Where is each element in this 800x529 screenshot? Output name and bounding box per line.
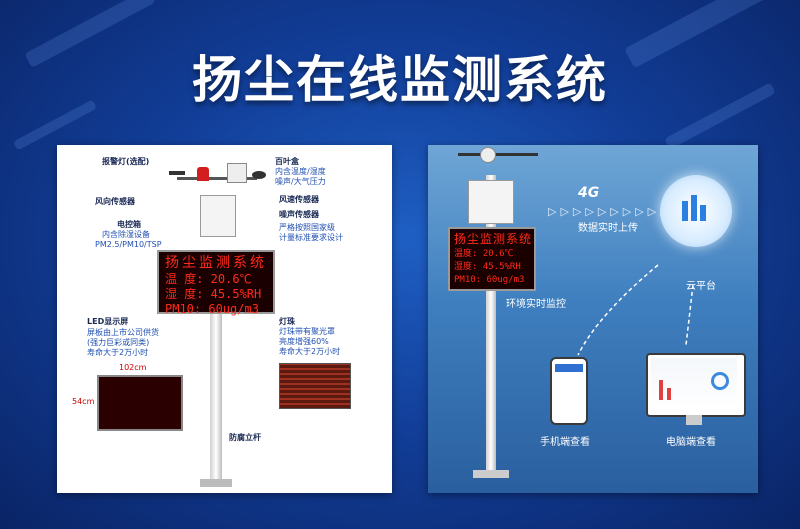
upload-arrows-icon: ▷▷▷▷▷▷▷▷▷▷	[548, 205, 673, 218]
cloud-bar	[682, 201, 688, 221]
pc-monitor-icon	[646, 353, 746, 417]
label-noise-desc-2: 计量标准要求设计	[279, 233, 343, 242]
connection-arcs	[577, 264, 694, 356]
pole	[486, 175, 496, 475]
label-control-desc-2: PM2.5/PM10/TSP	[95, 240, 162, 249]
led-module-photo	[97, 375, 183, 431]
led-row-hum: 湿 度: 45.5%RH	[165, 287, 262, 301]
pc-chart-bar	[659, 380, 663, 400]
led-row-temp: 温度: 20.6℃	[454, 249, 514, 259]
pole	[210, 305, 222, 485]
label-louver-desc-2: 噪声/大气压力	[275, 177, 326, 186]
label-pc: 电脑端查看	[666, 437, 716, 448]
pc-chart-bar	[667, 388, 671, 400]
pole-base	[200, 479, 232, 487]
mobile-phone-icon	[550, 357, 588, 425]
label-mobile: 手机端查看	[540, 437, 590, 448]
label-led-desc-1: 屏板由上市公司供货	[87, 328, 159, 337]
led-row-pm: PM10: 60ug/m3	[165, 302, 259, 316]
label-lamp-desc-1: 灯珠带有聚光罩	[279, 327, 335, 336]
cloud-bar	[691, 195, 697, 221]
label-control-box: 电控箱	[117, 220, 141, 229]
label-wind-direction: 风向传感器	[95, 197, 135, 206]
pole-base	[473, 470, 509, 478]
label-noise-sensor: 噪声传感器	[279, 210, 319, 219]
label-lamp: 灯珠	[279, 317, 295, 326]
system-overview-panel: 扬尘监测系统 温度: 20.6℃ 湿度: 45.5%RH PM10: 60ug/…	[428, 145, 758, 493]
label-alarm-light: 报警灯(选配)	[102, 157, 150, 166]
arc-to-pc	[685, 284, 694, 346]
label-lamp-desc-3: 寿命大于2万小时	[279, 347, 341, 356]
label-cloud: 云平台	[686, 281, 716, 292]
label-led-desc-3: 寿命大于2万小时	[87, 348, 149, 357]
control-box-icon	[468, 180, 514, 224]
sensor-crossbar	[458, 153, 538, 156]
cloud-bar	[700, 205, 706, 221]
led-title: 扬尘监测系统	[165, 255, 267, 271]
label-noise-desc-1: 严格按照国家级	[279, 223, 335, 232]
label-width: 102cm	[119, 363, 147, 372]
led-row-temp: 温 度: 20.6℃	[165, 272, 252, 286]
pc-gauge	[711, 372, 729, 390]
cloud-platform-icon	[660, 175, 732, 247]
label-led-desc-2: (强力巨彩或同类)	[87, 338, 150, 347]
control-box-icon	[200, 195, 236, 237]
led-row-hum: 湿度: 45.5%RH	[454, 262, 521, 272]
label-env-monitor: 环境实时监控	[506, 299, 566, 310]
alarm-light-icon	[197, 167, 209, 181]
lamp-beads-photo	[279, 363, 351, 409]
louver-box-icon	[227, 163, 247, 183]
led-row-pm: PM10: 60ug/m3	[454, 275, 525, 285]
wind-vane-icon	[169, 171, 185, 175]
label-louver-box: 百叶盒	[275, 157, 299, 166]
label-upload: 数据实时上传	[578, 223, 638, 234]
led-display: 扬尘监测系统 温度: 20.6℃ 湿度: 45.5%RH PM10: 60ug/…	[448, 227, 536, 291]
label-led-screen: LED显示屏	[87, 317, 129, 326]
page-title: 扬尘在线监测系统	[192, 51, 608, 109]
monitor-stand	[686, 415, 702, 425]
label-pole: 防腐立杆	[229, 433, 261, 442]
label-lamp-desc-2: 亮度增强60%	[279, 337, 329, 346]
led-display: 扬尘监测系统 温 度: 20.6℃ 湿 度: 45.5%RH PM10: 60u…	[157, 250, 275, 316]
label-control-desc-1: 内含除湿设备	[102, 230, 150, 239]
label-height: 54cm	[72, 397, 95, 406]
label-4g: 4G	[578, 185, 600, 201]
arc-to-mobile	[577, 264, 659, 356]
sensor-crossbar	[177, 177, 257, 180]
louver-box-icon	[480, 147, 496, 163]
label-louver-desc-1: 内含温度/湿度	[275, 167, 326, 176]
pc-screen	[651, 358, 737, 408]
product-diagram-panel: 扬尘监测系统 温 度: 20.6℃ 湿 度: 45.5%RH PM10: 60u…	[57, 145, 392, 493]
label-wind-speed: 风速传感器	[279, 195, 319, 204]
anemometer-icon	[252, 171, 266, 179]
phone-screen	[555, 364, 583, 416]
led-title: 扬尘监测系统	[454, 232, 533, 246]
